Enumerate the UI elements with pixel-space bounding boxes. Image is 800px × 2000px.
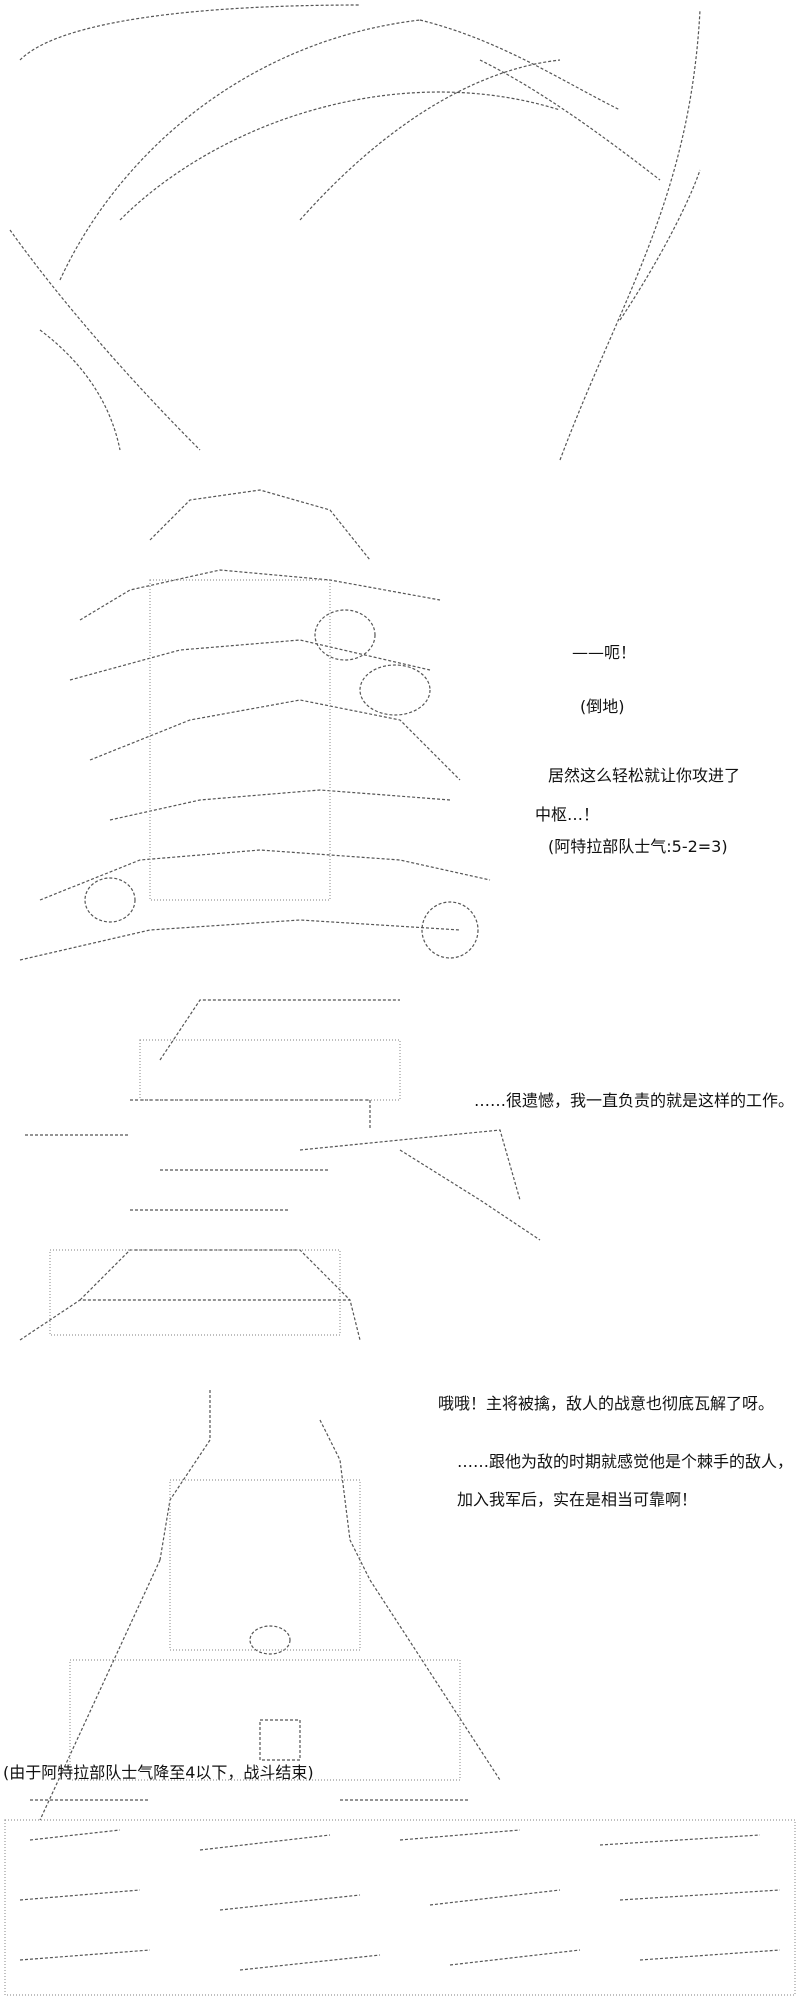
- art-panel-4-armored-general: [30, 1390, 501, 1821]
- dialogue-line: 加入我军后，实在是相当可靠啊！: [457, 1490, 698, 1509]
- dialogue-line: ……很遗憾，我一直负责的就是这样的工作。: [474, 1091, 795, 1110]
- art-panel-2-fallen-character: [19, 489, 491, 961]
- art-panel-3-captured-figure: [19, 999, 541, 1341]
- morale-status: (阿特拉部队士气:5-2=3): [548, 837, 728, 856]
- stage-direction-collapse: (倒地): [580, 697, 625, 716]
- art-panel-5-sparkle-pattern: [4, 1819, 796, 1996]
- dialogue-groan: ——呃！: [572, 643, 637, 662]
- dialogue-line: 中枢…！: [535, 805, 600, 824]
- battle-end-narration: (由于阿特拉部队士气降至4以下，战斗结束): [3, 1763, 314, 1782]
- dialogue-line: 哦哦！主将被擒，敌人的战意也彻底瓦解了呀。: [438, 1394, 775, 1413]
- dialogue-line: 居然这么轻松就让你攻进了: [548, 766, 741, 785]
- art-panel-1-arcs: [9, 4, 701, 461]
- dialogue-line: ……跟他为敌的时期就感觉他是个棘手的敌人，: [457, 1452, 794, 1471]
